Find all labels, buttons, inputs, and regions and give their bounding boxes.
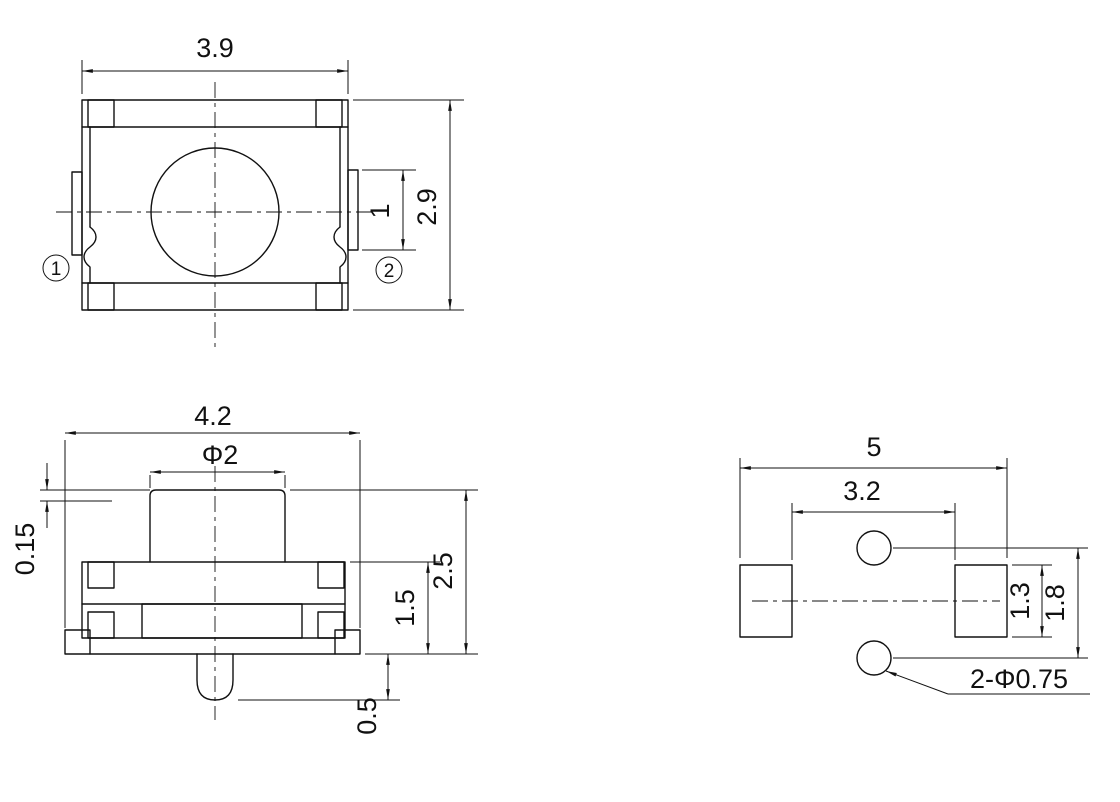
dim-stem-height: 0.5 xyxy=(238,654,400,735)
pin-1-callout: 1 xyxy=(42,254,70,282)
pin-1-label: 1 xyxy=(51,259,62,280)
front-view-body-outline xyxy=(81,561,346,639)
land-pattern-view: 5 3.2 1.3 1.8 2-Φ0.75 xyxy=(739,432,1090,695)
top-view-right-terminal xyxy=(347,169,359,251)
top-view: 3.9 2.9 1 1 2 xyxy=(42,33,464,348)
dim-front-width-text: 4.2 xyxy=(194,401,232,431)
dim-front-width: 4.2 xyxy=(64,401,361,628)
dim-hole-span-text: 1.8 xyxy=(1040,584,1070,622)
top-view-left-terminal xyxy=(71,171,83,256)
dim-travel: 0.15 xyxy=(10,463,150,575)
dim-body-height: 1.5 xyxy=(350,561,440,654)
top-view-button-circle xyxy=(150,147,280,277)
land-pattern-right-pad xyxy=(954,564,1008,638)
dim-top-height-text: 2.9 xyxy=(412,188,442,226)
dim-stem-height-text: 0.5 xyxy=(352,697,382,735)
front-view-base-feet xyxy=(64,629,361,655)
front-view: 4.2 Φ2 0.15 1.5 2.5 xyxy=(10,401,478,735)
dim-pad-height-text: 1.3 xyxy=(1005,582,1035,620)
dim-pad-span-text: 3.2 xyxy=(843,476,881,506)
holes-callout-text: 2-Φ0.75 xyxy=(970,664,1068,694)
land-pattern-bottom-hole xyxy=(856,640,892,676)
dim-top-height: 2.9 xyxy=(353,99,464,311)
pin-2-label: 2 xyxy=(384,261,395,282)
dim-button-diameter-text: Φ2 xyxy=(202,440,239,470)
dim-total-height: 2.5 xyxy=(290,489,478,654)
dim-terminal-width-text: 1 xyxy=(365,203,395,218)
dim-land-width-text: 5 xyxy=(866,432,881,462)
front-view-plunger xyxy=(149,489,286,563)
land-pattern-left-pad xyxy=(739,564,793,638)
dim-total-height-text: 2.5 xyxy=(428,552,458,590)
dim-body-height-text: 1.5 xyxy=(390,589,420,627)
dim-travel-text: 0.15 xyxy=(10,523,40,576)
dim-pad-span: 3.2 xyxy=(791,476,956,560)
dim-top-width: 3.9 xyxy=(81,33,349,94)
dim-terminal-width: 1 xyxy=(362,169,416,251)
dim-top-width-text: 3.9 xyxy=(196,33,234,63)
pin-2-callout: 2 xyxy=(375,256,403,284)
holes-callout: 2-Φ0.75 xyxy=(885,664,1090,695)
front-view-bottom-stem xyxy=(196,653,234,701)
dim-hole-span: 1.8 xyxy=(893,547,1088,659)
dim-pad-height: 1.3 xyxy=(1005,564,1052,638)
dim-land-width: 5 xyxy=(739,432,1008,558)
dim-button-diameter: Φ2 xyxy=(149,440,286,488)
land-pattern-top-hole xyxy=(856,530,892,566)
